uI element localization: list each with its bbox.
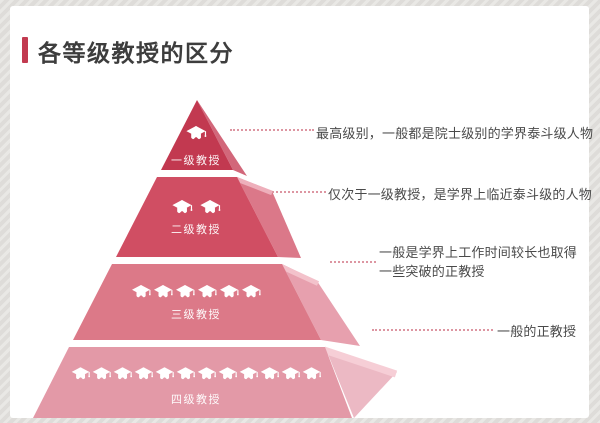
level-4-ledge-highlight (322, 346, 398, 378)
level-3-front-face (73, 264, 321, 340)
level-3-side-face (282, 264, 360, 346)
graduation-cap-icon (113, 367, 132, 382)
graduation-cap-icon (239, 367, 258, 382)
graduation-cap-icon (92, 367, 111, 382)
graduation-cap-icon (260, 367, 279, 382)
graduation-cap-icon (186, 126, 207, 142)
level-3-annotation: 一般是学界上工作时间较长也取得 一些突破的正教授 (379, 245, 578, 279)
level-1-caps (186, 126, 207, 142)
graduation-cap-icon (241, 285, 261, 300)
graduation-cap-icon (176, 367, 195, 382)
graduation-cap-icon (302, 367, 321, 382)
graduation-cap-icon (71, 367, 90, 382)
level-1-side-face (197, 100, 247, 176)
leader-line-level-4 (372, 329, 493, 331)
level-2-caps (172, 200, 221, 216)
graduation-cap-icon (197, 285, 217, 300)
level-4-front-face (33, 347, 352, 418)
graduation-cap-icon (134, 367, 153, 382)
leader-line-level-1 (230, 129, 314, 131)
graduation-cap-icon (172, 200, 193, 216)
title-accent-bar (22, 37, 28, 63)
graduation-cap-icon (155, 367, 174, 382)
level-3-caps (131, 285, 261, 300)
level-4-label: 四级教授 (171, 394, 221, 406)
graduation-cap-icon (219, 285, 239, 300)
graduation-cap-icon (281, 367, 300, 382)
graduation-cap-icon (131, 285, 151, 300)
level-4-caps (71, 367, 321, 382)
leader-line-level-3 (330, 261, 376, 263)
level-4-side-face (325, 347, 397, 418)
level-1-annotation: 最高级别，一般都是院士级别的学界泰斗级人物 (316, 126, 594, 141)
graduation-cap-icon (218, 367, 237, 382)
leader-line-level-2 (272, 191, 326, 193)
level-2-ledge-highlight (235, 176, 273, 196)
level-2-annotation: 仅次于一级教授，是学界上临近泰斗级的人物 (328, 187, 593, 202)
level-3-ledge-highlight (279, 264, 320, 286)
graduation-cap-icon (153, 285, 173, 300)
level-1-label: 一级教授 (171, 155, 221, 167)
level-2-label: 二级教授 (171, 224, 221, 236)
level-4-annotation: 一般的正教授 (497, 324, 577, 339)
level-3-label: 三级教授 (171, 309, 221, 321)
page-title: 各等级教授的区分 (38, 40, 234, 66)
level-2-side-face (237, 177, 301, 258)
level-2-front-face (116, 177, 278, 257)
graduation-cap-icon (197, 367, 216, 382)
graduation-cap-icon (175, 285, 195, 300)
graduation-cap-icon (200, 200, 221, 216)
